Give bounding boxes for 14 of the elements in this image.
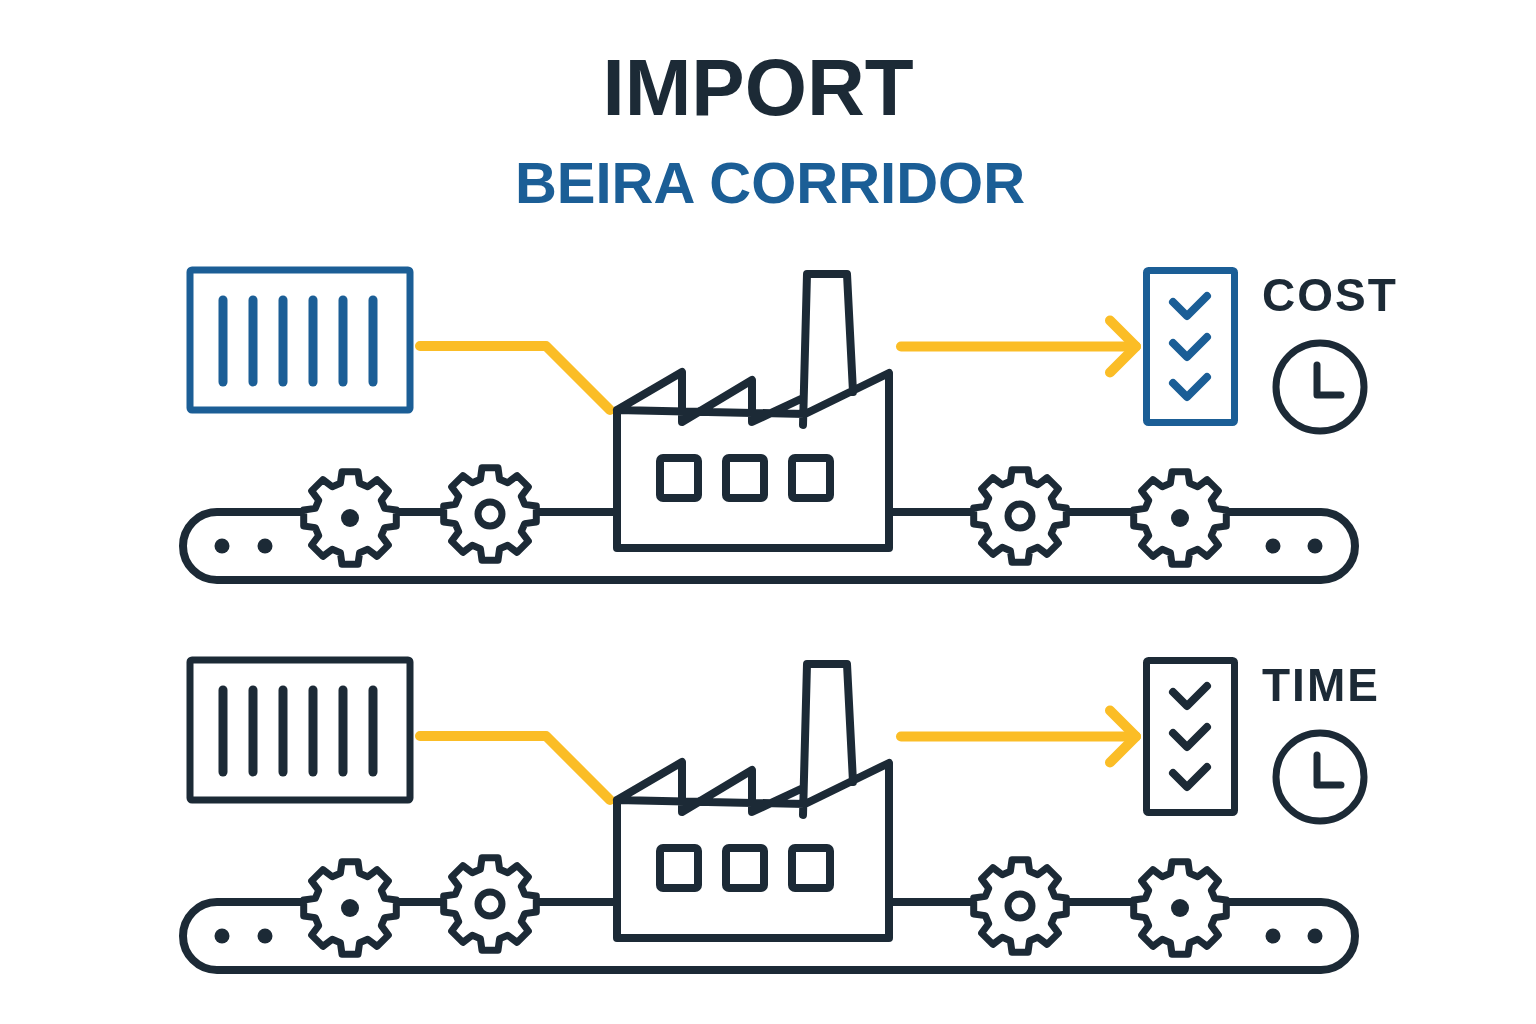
shipping-container-drawing — [186, 266, 414, 414]
arrow — [896, 315, 1141, 378]
factory-drawing — [613, 270, 893, 552]
checklist-drawing — [1143, 657, 1238, 816]
title: IMPORT — [602, 48, 914, 128]
subtitle: BEIRA CORRIDOR — [514, 154, 1026, 212]
checklist-drawing — [1143, 267, 1238, 426]
shipping-container-drawing — [186, 656, 414, 804]
connector-line — [415, 731, 615, 805]
connector-line — [415, 341, 615, 415]
metric-label: COST — [1262, 272, 1398, 318]
arrow — [896, 705, 1141, 768]
metric-label: TIME — [1262, 662, 1380, 708]
factory-drawing — [613, 660, 893, 942]
